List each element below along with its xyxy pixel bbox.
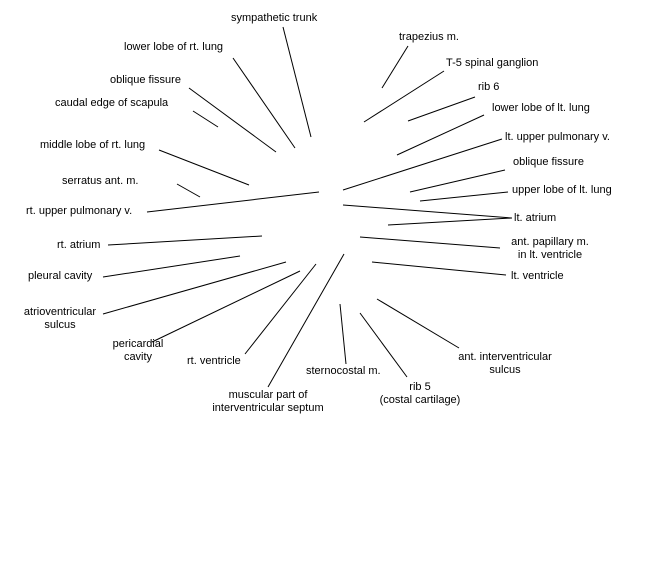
label-lower-lobe-rt-lung: lower lobe of rt. lung [124,41,224,53]
leader-rib-6 [407,96,476,122]
label-ant-papillary: ant. papillary m. in lt. ventricle [500,236,600,262]
label-sympathetic-trunk: sympathetic trunk [231,12,318,24]
leader-muscular-septum [267,253,345,388]
label-rt-ventricle: rt. ventricle [187,355,241,367]
leader-lt-atrium-b [387,217,513,226]
label-t5-spinal-ganglion: T-5 spinal ganglion [446,57,539,69]
leader-atrioventricular [102,261,287,315]
label-oblique-fissure-left: oblique fissure [110,74,181,86]
leader-middle-lobe-rt-lung [158,149,250,186]
label-pericardial-cavity: pericardial cavity [98,338,178,364]
leader-lower-lobe-lt-lung [396,114,485,156]
label-rib5-line1: rib 5 [409,381,431,393]
label-oblique-fissure-right: oblique fissure [513,156,584,168]
leader-lt-atrium-a [342,204,513,219]
label-serratus-ant: serratus ant. m. [62,175,139,187]
leader-caudal-edge-scapula [192,110,219,128]
label-lower-lobe-lt-lung: lower lobe of lt. lung [492,102,590,114]
leader-rt-ventricle [244,263,317,355]
leader-rib5 [359,312,408,378]
label-lt-atrium: lt. atrium [514,212,557,224]
label-muscular-septum-line2: interventricular septum [212,402,324,414]
leader-rt-upper-pulmonary-v [146,191,320,213]
label-pericardial-line2: cavity [123,351,153,363]
leader-serratus-ant [176,183,201,198]
label-caudal-edge-scapula: caudal edge of scapula [55,97,169,109]
label-ant-interventricular-line2: sulcus [489,364,521,376]
leader-lt-upper-pulmonary-v [342,138,503,191]
label-sternocostal: sternocostal m. [306,365,381,377]
leader-ant-papillary [359,236,501,249]
label-rib5: rib 5 (costal cartilage) [370,381,470,407]
label-lt-ventricle: lt. ventricle [511,270,564,282]
label-middle-lobe-rt-lung: middle lobe of rt. lung [40,139,146,151]
label-lt-upper-pulmonary-v: lt. upper pulmonary v. [505,131,610,143]
label-rib5-line2: (costal cartilage) [379,394,461,406]
label-upper-lobe-lt-lung: upper lobe of lt. lung [512,184,612,196]
leader-pleural-cavity [102,255,241,278]
label-rt-upper-pulmonary-v: rt. upper pulmonary v. [26,205,133,217]
leader-pericardial [151,270,301,343]
leader-oblique-fissure-left [188,87,277,153]
label-muscular-septum-line1: muscular part of [228,389,308,401]
leader-lt-ventricle [371,261,507,276]
leader-ant-interventricular [376,298,460,349]
label-rt-atrium: rt. atrium [57,239,101,251]
label-ant-papillary-line1: ant. papillary m. [511,236,589,248]
leader-t5-spinal-ganglion [363,70,445,123]
label-atrioventricular-line1: atrioventricular [23,306,97,318]
label-pericardial-line1: pericardial [112,338,164,350]
label-pleural-cavity: pleural cavity [28,270,93,282]
leader-upper-lobe-lt-lung [419,191,509,202]
leader-oblique-fissure-right [409,169,506,193]
leader-sternocostal [339,303,347,365]
leader-sympathetic-trunk [282,26,312,138]
label-trapezius: trapezius m. [399,31,459,43]
label-atrioventricular: atrioventricular sulcus [15,306,105,332]
leader-lower-lobe-rt-lung [232,57,296,149]
label-rib-6: rib 6 [478,81,500,93]
label-muscular-septum: muscular part of interventricular septum [200,389,336,415]
label-ant-interventricular: ant. interventricular sulcus [443,351,567,377]
label-atrioventricular-line2: sulcus [44,319,76,331]
label-ant-papillary-line2: in lt. ventricle [517,249,583,261]
leader-rt-atrium [107,235,263,246]
leader-trapezius [381,45,409,89]
label-ant-interventricular-line1: ant. interventricular [458,351,552,363]
